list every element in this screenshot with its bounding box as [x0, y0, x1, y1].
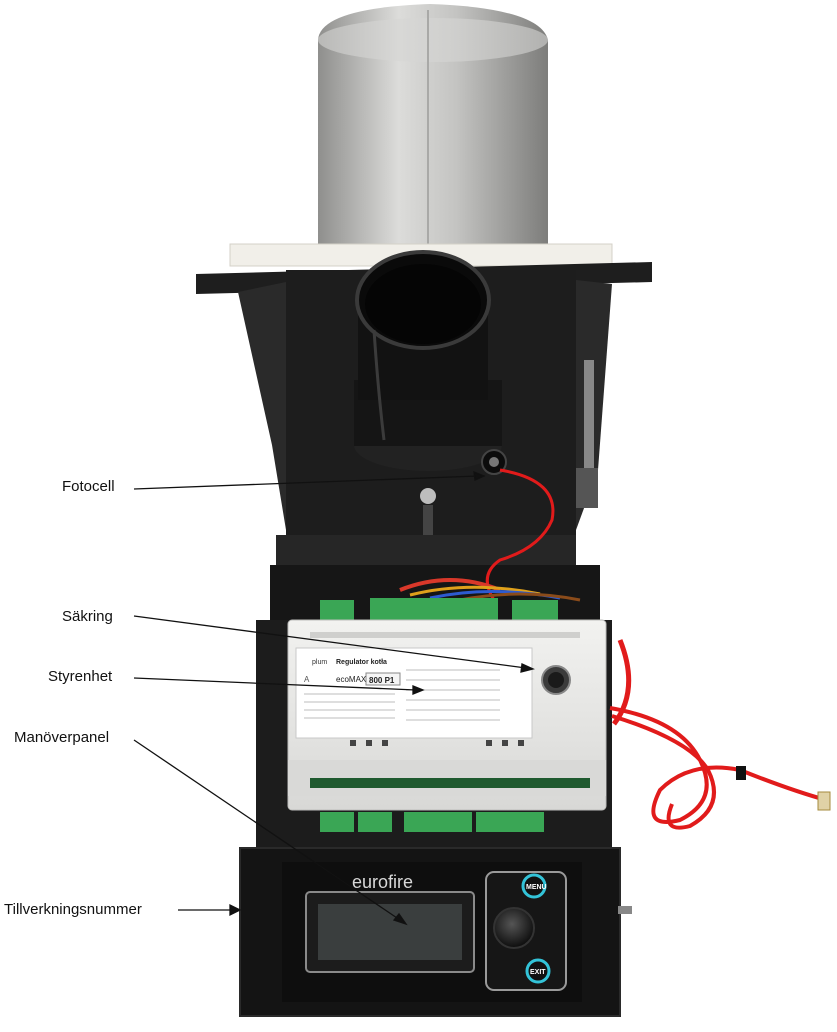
callout-lines — [133, 470, 535, 926]
bottom-terminal-blocks — [320, 812, 544, 832]
controller-title: Regulator kotła — [336, 659, 387, 666]
callout-styrenhet — [133, 677, 417, 691]
exit-label: EXIT — [530, 969, 546, 976]
label-sakring: Säkring — [62, 608, 113, 625]
callout-fotocell — [133, 475, 479, 490]
exit-button — [525, 958, 551, 984]
side-rod — [584, 360, 594, 480]
control-knob — [493, 907, 535, 949]
callout-sakring — [133, 615, 527, 669]
housing-bolt — [420, 488, 436, 504]
cable-end — [817, 791, 831, 811]
control-panel: eurofire MENU EXIT — [239, 847, 632, 1017]
controller-model-left: ecoMAX — [336, 675, 367, 684]
controller-model-right: 800 P1 — [369, 676, 395, 685]
controller-brand: plum — [312, 659, 327, 666]
label-manoverpanel: Manöverpanel — [14, 729, 110, 746]
menu-label: MENU — [526, 884, 547, 891]
controller-grade: A — [304, 675, 310, 684]
label-styrenhet: Styrenhet — [48, 668, 113, 685]
photocell-wire — [485, 468, 555, 601]
menu-button — [521, 873, 547, 899]
controller-module: plum Regulator kotła A ecoMAX 800 P1 — [287, 619, 607, 811]
callout-manoverpanel — [133, 739, 401, 921]
intake-pipe — [354, 250, 502, 471]
label-fotocell: Fotocell — [62, 478, 115, 495]
photocell-sensor — [481, 449, 507, 475]
wire-bundle — [399, 578, 581, 602]
panel-brand: eurofire — [352, 872, 413, 892]
power-cable — [609, 639, 827, 830]
label-tillverkningsnummer: Tillverkningsnummer — [4, 901, 142, 918]
cable-tie — [736, 766, 746, 780]
top-terminal-blocks — [320, 598, 558, 620]
combustion-tube — [318, 4, 548, 255]
